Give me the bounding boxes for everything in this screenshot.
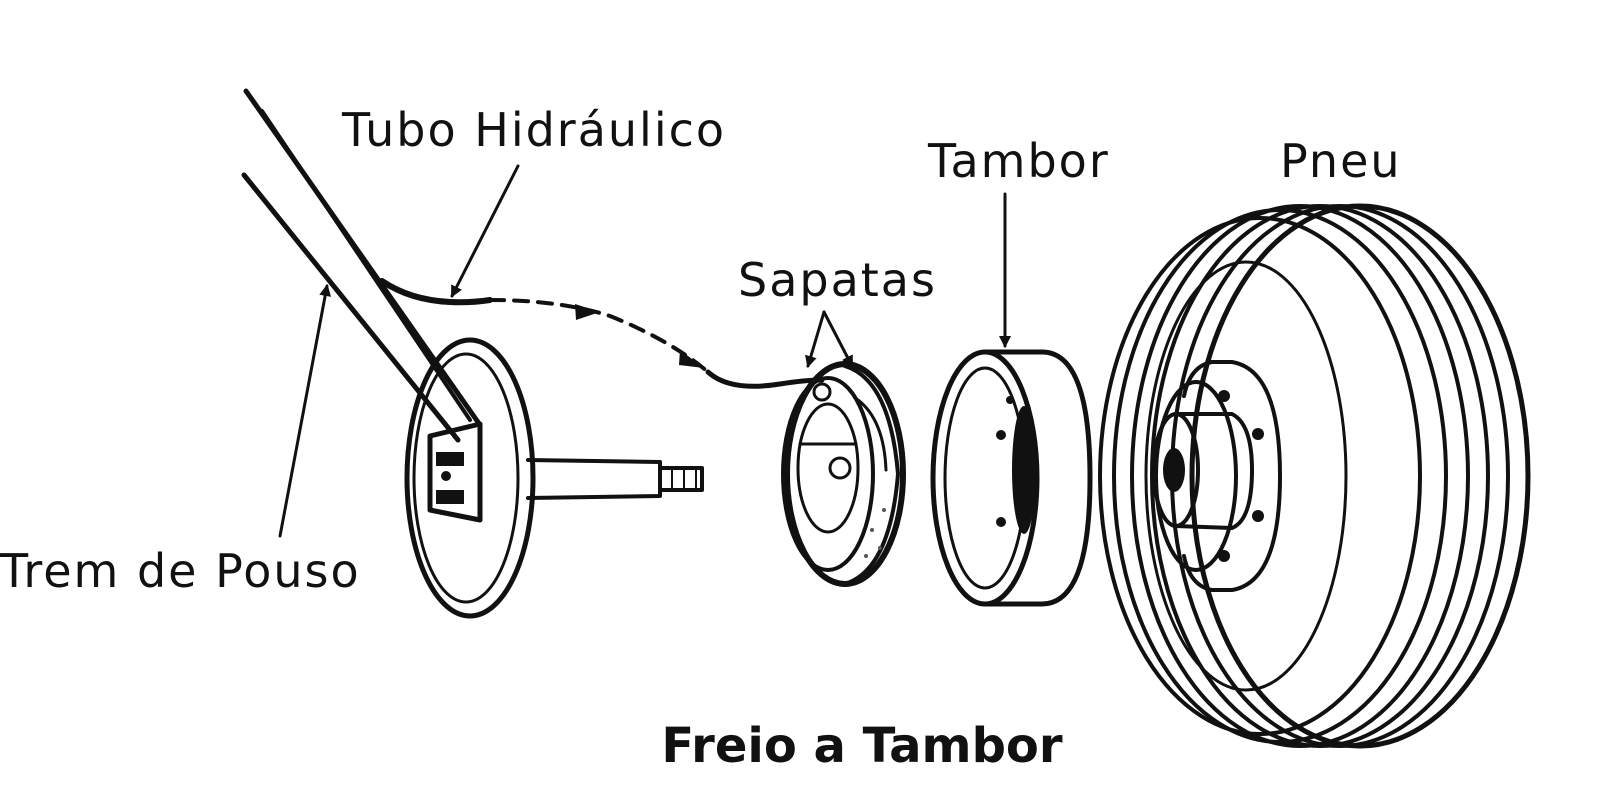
- hydraulic-tube-pointer: [450, 164, 520, 298]
- landing-gear-pointer: [278, 284, 332, 538]
- brake-shoes: [781, 361, 906, 587]
- label-tire: Pneu: [1280, 134, 1402, 188]
- diagram-title: Freio a Tambor: [661, 718, 1062, 774]
- shoes-pointer-right: [822, 310, 854, 368]
- landing-gear-strut: [241, 88, 483, 443]
- brake-drum: [930, 349, 1093, 607]
- wheel-tire: [1098, 203, 1531, 749]
- landing-gear-assembly: [241, 88, 704, 619]
- shoes-pointer-left: [805, 310, 826, 368]
- hydraulic-tube: [379, 278, 825, 389]
- label-landing-gear: Trem de Pouso: [0, 544, 361, 598]
- leader-lines: [278, 164, 1011, 538]
- label-drum: Tambor: [927, 134, 1110, 188]
- backing-plate: [404, 337, 536, 619]
- wheel-hub: [1152, 360, 1282, 592]
- label-shoes: Sapatas: [738, 253, 937, 307]
- axle: [526, 458, 704, 500]
- mounting-bracket: [427, 421, 483, 523]
- label-hydraulic-tube: Tubo Hidráulico: [341, 103, 726, 157]
